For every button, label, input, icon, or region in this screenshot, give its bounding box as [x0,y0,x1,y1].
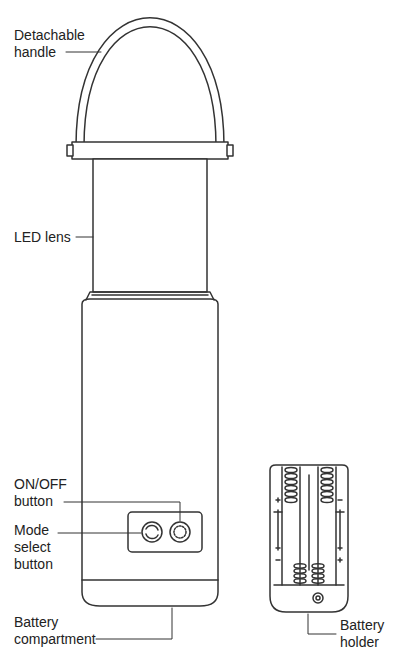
handle-arc-inner [84,27,216,146]
button-panel [128,512,202,552]
power-icon [174,526,186,538]
spring-coil [312,569,324,573]
spring-coil [312,564,324,568]
spring-coil [321,474,333,479]
spring-coil [285,468,297,473]
spring-coil [312,574,324,578]
spring-coil [321,468,333,473]
handle-tab [227,145,233,156]
spring-coil [294,579,306,583]
handle-arc [76,18,224,146]
spring-coil [321,486,333,491]
battery-holder [270,465,348,612]
spring-coil [285,486,297,491]
handle-tab [67,145,73,156]
part-label: ON/OFF button [14,476,76,510]
spring-coil [285,498,297,503]
spring-coil [285,480,297,485]
part-label: Mode select button [14,522,76,573]
led-lens [93,159,207,292]
spring-coil [312,579,324,583]
leader-lines [58,52,336,639]
power-button [170,522,190,542]
mode-icon [146,525,158,538]
part-label: Battery holder [340,617,398,651]
spring-coil [294,574,306,578]
part-label: Battery compartment [14,614,124,648]
part-label: LED lens [14,229,94,246]
spring-coil [285,474,297,479]
handle-ring [72,142,228,159]
spring-coil [294,569,306,573]
spring-coil [321,492,333,497]
spring-coil [321,480,333,485]
mode-button [142,522,162,542]
part-label: Detachable handle [14,27,94,61]
body-band [82,579,218,581]
battery-springs [285,468,333,584]
spring-coil [285,492,297,497]
body [82,299,218,606]
spring-coil [321,498,333,503]
spring-coil [294,564,306,568]
collar-line [92,294,208,296]
